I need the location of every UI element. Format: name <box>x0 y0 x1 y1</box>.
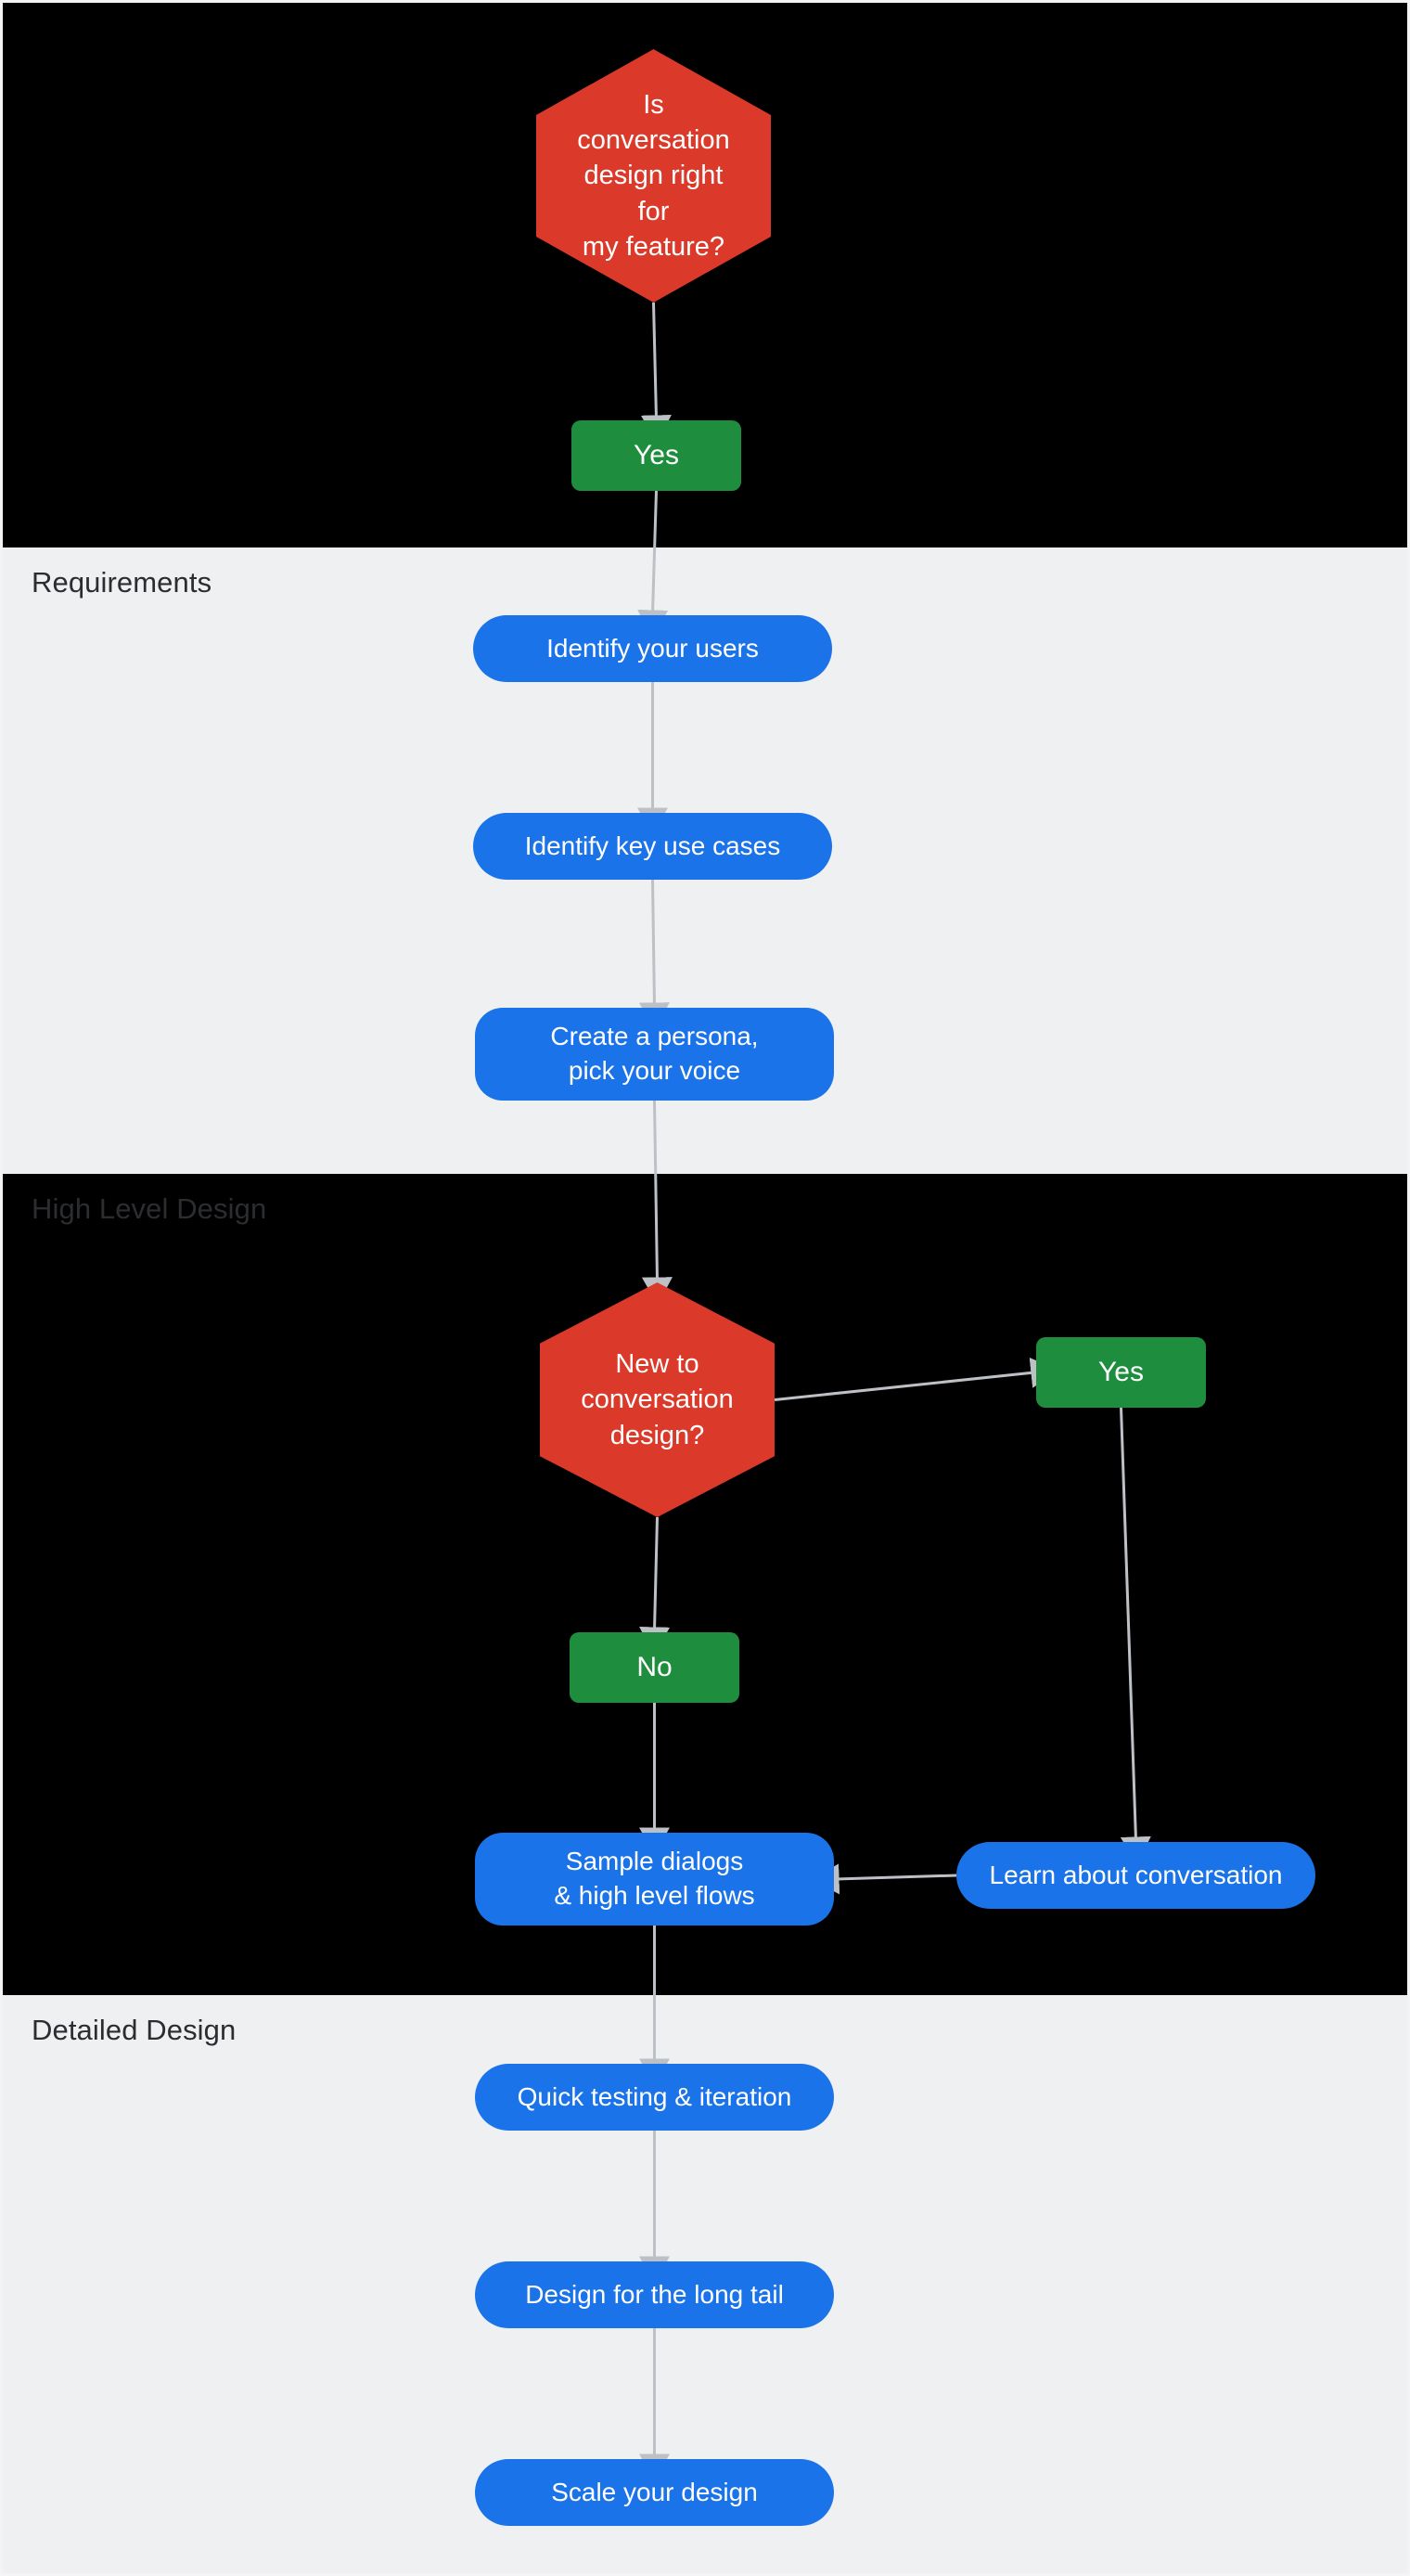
identify-your-users[interactable]: Identify your users <box>473 615 832 682</box>
identify-key-use-cases[interactable]: Identify key use cases <box>473 813 832 880</box>
q-conversation-design-right-shape <box>536 49 771 303</box>
band-high-level-label: High Level Design <box>32 1192 267 1225</box>
band-requirements-label: Requirements <box>32 566 212 599</box>
q-new-to-conversation-shape <box>540 1282 775 1517</box>
q-conversation-design-right-hexagon-icon <box>536 49 771 303</box>
band-detailed-label: Detailed Design <box>32 2014 237 2046</box>
answer-yes-top[interactable]: Yes <box>571 420 741 491</box>
sample-dialogs-flows[interactable]: Sample dialogs & high level flows <box>475 1833 834 1926</box>
create-persona-pick-voice[interactable]: Create a persona, pick your voice <box>475 1008 834 1101</box>
answer-yes-right[interactable]: Yes <box>1036 1337 1206 1408</box>
q-conversation-design-right-label: Is conversation design right for my feat… <box>577 89 730 262</box>
design-for-long-tail[interactable]: Design for the long tail <box>475 2261 834 2328</box>
answer-no[interactable]: No <box>570 1632 739 1703</box>
q-new-to-conversation[interactable]: New to conversation design? <box>540 1282 775 1517</box>
quick-testing-iteration[interactable]: Quick testing & iteration <box>475 2064 834 2131</box>
q-new-to-conversation-label: New to conversation design? <box>581 1349 734 1450</box>
q-conversation-design-right[interactable]: Is conversation design right for my feat… <box>536 49 771 303</box>
scale-your-design[interactable]: Scale your design <box>475 2459 834 2526</box>
q-new-to-conversation-hexagon-icon <box>540 1282 775 1517</box>
learn-about-conversation[interactable]: Learn about conversation <box>956 1842 1315 1909</box>
